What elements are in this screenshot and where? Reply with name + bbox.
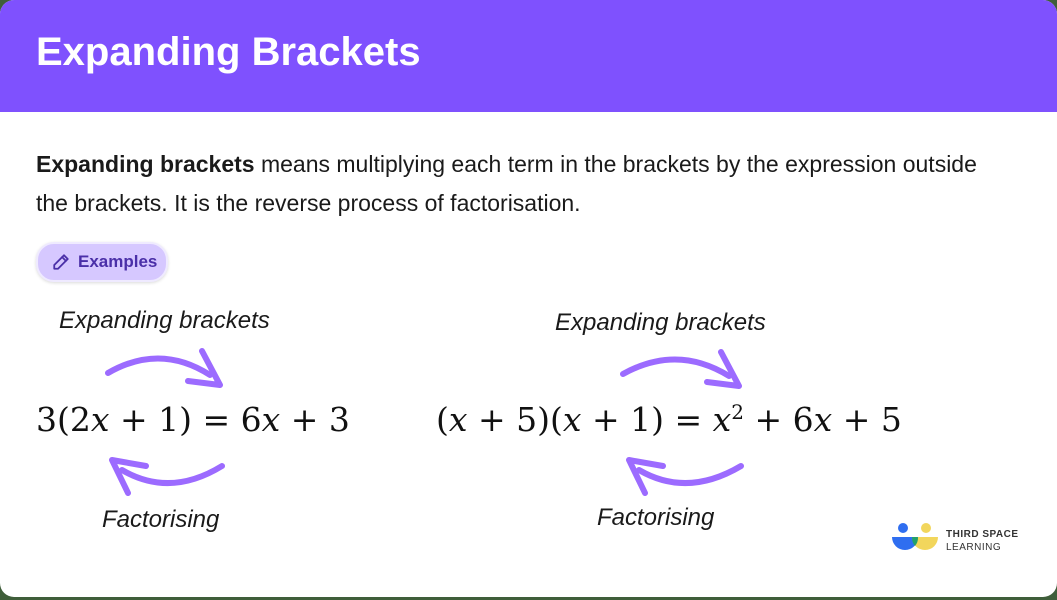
factorise-arrow-icon bbox=[109, 457, 225, 496]
expand-arrow-icon bbox=[105, 348, 223, 388]
definition-body: means multiplying each term in the brack… bbox=[36, 151, 977, 216]
definition-term: Expanding brackets bbox=[36, 151, 255, 177]
example1-bottom-label: Factorising bbox=[102, 506, 220, 533]
page-title: Expanding Brackets bbox=[36, 30, 421, 74]
logo-line2: LEARNING bbox=[946, 542, 1002, 553]
pencil-icon bbox=[53, 254, 69, 270]
logo-text: THIRD SPACE LEARNING bbox=[946, 528, 1019, 554]
example2-equation: (x + 5)(x + 1) = x2 + 6x + 5 bbox=[436, 400, 902, 439]
example1-top-label: Expanding brackets bbox=[59, 307, 270, 334]
example2-bottom-label: Factorising bbox=[597, 504, 715, 531]
third-space-logo-icon bbox=[892, 523, 938, 550]
factorise-arrow-icon bbox=[626, 457, 744, 496]
example2-top-label: Expanding brackets bbox=[555, 309, 766, 336]
header-bar: Expanding Brackets bbox=[0, 0, 1057, 112]
logo-line1: THIRD SPACE bbox=[946, 529, 1019, 540]
example1-equation: 3(2x + 1) = 6x + 3 bbox=[36, 400, 350, 439]
expand-arrow-icon bbox=[620, 349, 742, 389]
examples-badge: Examples bbox=[36, 242, 168, 282]
definition-text: Expanding brackets means multiplying eac… bbox=[36, 145, 996, 223]
examples-label: Examples bbox=[78, 252, 158, 271]
